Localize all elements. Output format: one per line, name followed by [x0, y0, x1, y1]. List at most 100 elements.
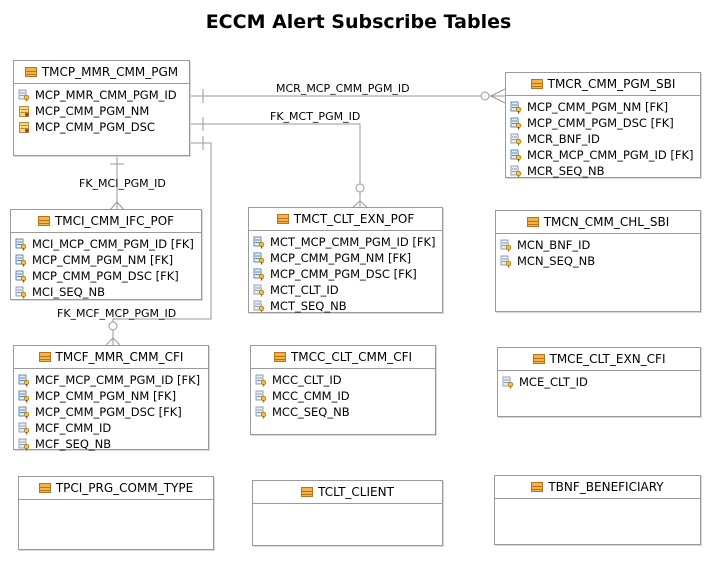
- column-row[interactable]: MCP_CMM_PGM_DSC: [18, 119, 189, 135]
- primary-key-icon: [510, 165, 522, 178]
- column-row[interactable]: MCF_CMM_ID: [18, 420, 208, 436]
- column-name: MCP_CMM_PGM_NM [FK]: [32, 253, 174, 267]
- column-name: MCP_CMM_PGM_NM [FK]: [270, 251, 412, 265]
- foreign-key-icon: [15, 238, 27, 251]
- table-name: TPCI_PRG_COMM_TYPE: [55, 481, 194, 495]
- column-row[interactable]: MCR_SEQ_NB: [510, 163, 700, 179]
- primary-key-icon: [255, 374, 267, 387]
- table-name: TMCR_CMM_PGM_SBI: [547, 77, 676, 91]
- table-columns: MCP_CMM_PGM_NM [FK]MCP_CMM_PGM_DSC [FK]M…: [506, 96, 700, 182]
- table-header[interactable]: TMCE_CLT_EXN_CFI: [498, 348, 700, 371]
- table-header[interactable]: TMCR_CMM_PGM_SBI: [506, 73, 700, 96]
- table-header[interactable]: TBNF_BENEFICIARY: [495, 476, 700, 499]
- column-row[interactable]: MCP_CMM_PGM_DSC [FK]: [15, 268, 201, 284]
- column-row[interactable]: MCP_CMM_PGM_NM [FK]: [510, 99, 700, 115]
- column-row[interactable]: MCP_CMM_PGM_DSC [FK]: [510, 115, 700, 131]
- table-icon: [38, 483, 51, 493]
- column-icon: [19, 121, 29, 133]
- table-name: TMCE_CLT_EXN_CFI: [549, 352, 666, 366]
- column-row[interactable]: MCP_CMM_PGM_NM: [18, 103, 189, 119]
- table-tpci-prg-comm-type[interactable]: TPCI_PRG_COMM_TYPE: [18, 476, 214, 550]
- table-icon: [37, 216, 50, 226]
- table-header[interactable]: TCLT_CLIENT: [253, 481, 442, 504]
- table-name: TMCI_CMM_IFC_POF: [54, 214, 175, 228]
- table-name: TMCP_MMR_CMM_PGM: [41, 65, 179, 79]
- table-name: TMCC_CLT_CMM_CFI: [290, 350, 413, 364]
- foreign-key-icon: [253, 252, 265, 265]
- rel-label-mcf: FK_MCF_MCP_PGM_ID: [57, 307, 177, 320]
- foreign-key-icon: [510, 117, 522, 130]
- column-row[interactable]: MCN_SEQ_NB: [500, 253, 700, 269]
- table-icon: [38, 352, 51, 362]
- column-name: MCF_MCP_CMM_PGM_ID [FK]: [35, 373, 201, 387]
- column-row[interactable]: MCF_SEQ_NB: [18, 436, 208, 452]
- table-tmce-clt-exn-cfi[interactable]: TMCE_CLT_EXN_CFI MCE_CLT_ID: [497, 347, 701, 417]
- column-row[interactable]: MCR_MCP_CMM_PGM_ID [FK]: [510, 147, 700, 163]
- table-tmcr-cmm-pgm-sbi[interactable]: TMCR_CMM_PGM_SBI MCP_CMM_PGM_NM [FK]MCP_C…: [505, 72, 701, 178]
- table-columns: MCF_MCP_CMM_PGM_ID [FK]MCP_CMM_PGM_NM [F…: [14, 369, 208, 455]
- table-header[interactable]: TMCF_MMR_CMM_CFI: [14, 346, 208, 369]
- column-row[interactable]: MCC_SEQ_NB: [255, 404, 435, 420]
- column-row[interactable]: MCF_MCP_CMM_PGM_ID [FK]: [18, 372, 208, 388]
- column-row[interactable]: MCP_CMM_PGM_DSC [FK]: [18, 404, 208, 420]
- foreign-key-icon: [18, 390, 30, 403]
- column-row[interactable]: MCC_CMM_ID: [255, 388, 435, 404]
- column-row[interactable]: MCI_MCP_CMM_PGM_ID [FK]: [15, 236, 201, 252]
- column-name: MCT_MCP_CMM_PGM_ID [FK]: [270, 235, 436, 249]
- column-row[interactable]: MCC_CLT_ID: [255, 372, 435, 388]
- table-header[interactable]: TPCI_PRG_COMM_TYPE: [19, 477, 213, 500]
- table-icon: [24, 67, 37, 77]
- table-header[interactable]: TMCT_CLT_EXN_POF: [249, 208, 442, 231]
- column-name: MCP_CMM_PGM_NM [FK]: [527, 100, 669, 114]
- column-row[interactable]: MCP_CMM_PGM_NM [FK]: [15, 252, 201, 268]
- table-header[interactable]: TMCI_CMM_IFC_POF: [11, 210, 201, 233]
- table-header[interactable]: TMCP_MMR_CMM_PGM: [14, 61, 189, 84]
- foreign-key-icon: [15, 254, 27, 267]
- column-name: MCF_SEQ_NB: [35, 437, 112, 451]
- table-tclt-client[interactable]: TCLT_CLIENT: [252, 480, 443, 546]
- primary-key-icon: [502, 376, 514, 389]
- rel-line-mct: [189, 123, 361, 207]
- column-row[interactable]: MCP_CMM_PGM_NM [FK]: [18, 388, 208, 404]
- table-columns: [495, 499, 700, 505]
- column-name: MCR_BNF_ID: [527, 132, 600, 146]
- column-row[interactable]: MCE_CLT_ID: [502, 374, 700, 390]
- column-row[interactable]: MCR_BNF_ID: [510, 131, 700, 147]
- column-row[interactable]: MCN_BNF_ID: [500, 237, 700, 253]
- table-columns: MCE_CLT_ID: [498, 371, 700, 393]
- column-row[interactable]: MCP_MMR_CMM_PGM_ID: [18, 87, 189, 103]
- primary-key-icon: [18, 89, 30, 102]
- primary-key-icon: [253, 300, 265, 313]
- column-name: MCC_CLT_ID: [272, 373, 342, 387]
- table-name: TMCF_MMR_CMM_CFI: [55, 350, 184, 364]
- column-name: MCR_MCP_CMM_PGM_ID [FK]: [527, 148, 694, 162]
- column-name: MCF_CMM_ID: [35, 421, 112, 435]
- column-icon: [19, 105, 29, 117]
- column-row[interactable]: MCT_CLT_ID: [253, 282, 442, 298]
- table-columns: MCT_MCP_CMM_PGM_ID [FK] MCP_CMM_PGM_NM [F…: [249, 231, 442, 317]
- column-name: MCN_SEQ_NB: [517, 254, 596, 268]
- column-row[interactable]: MCP_CMM_PGM_NM [FK]: [253, 250, 442, 266]
- column-row[interactable]: MCI_SEQ_NB: [15, 284, 201, 300]
- table-icon: [526, 217, 539, 227]
- diagram-title: ECCM Alert Subscribe Tables: [205, 11, 512, 33]
- column-row[interactable]: MCT_MCP_CMM_PGM_ID [FK]: [253, 234, 442, 250]
- table-tmct-clt-exn-pof[interactable]: TMCT_CLT_EXN_POF MCT_MCP_CMM_PGM_ID [FK] M…: [248, 207, 443, 313]
- rel-mcr-many-lower: [490, 95, 506, 104]
- column-row[interactable]: MCP_CMM_PGM_DSC [FK]: [253, 266, 442, 282]
- table-header[interactable]: TMCN_CMM_CHL_SBI: [496, 211, 700, 234]
- column-row[interactable]: MCT_SEQ_NB: [253, 298, 442, 314]
- rel-label-mcr: MCR_MCP_CMM_PGM_ID: [276, 82, 410, 95]
- table-header[interactable]: TMCC_CLT_CMM_CFI: [251, 346, 435, 369]
- table-tbnf-beneficiary[interactable]: TBNF_BENEFICIARY: [494, 475, 701, 545]
- table-columns: [253, 504, 442, 510]
- table-name: TCLT_CLIENT: [318, 485, 394, 499]
